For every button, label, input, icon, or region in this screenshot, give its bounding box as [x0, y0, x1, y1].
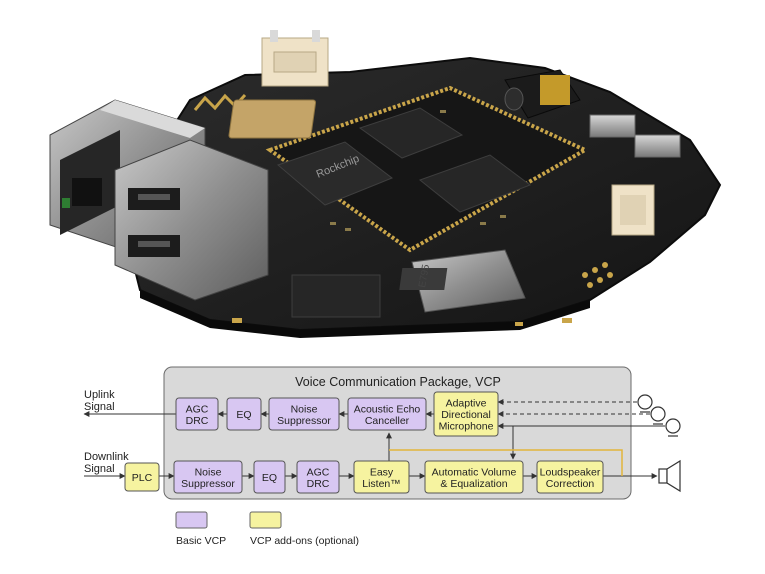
loudspeaker-correction-box: [536, 460, 604, 494]
agc-drc-up-label: AGC: [186, 403, 209, 415]
eq-down-box: [253, 460, 286, 494]
easy-listen-box: [353, 460, 410, 494]
right-connector: [611, 184, 655, 236]
micro-usb-ports: [589, 114, 681, 158]
uplink-label-line1: Uplink: [84, 389, 115, 401]
noise-suppressor-up-box: [268, 397, 340, 431]
automatic-volume-equalization-block: Automatic Volume& Equalization: [424, 460, 524, 494]
noise-suppressor-up-label: Noise: [291, 403, 318, 415]
plc-block: PLC: [124, 462, 160, 492]
agc-drc-down-box: [296, 460, 340, 494]
agc-drc-up-label: DRC: [186, 415, 209, 427]
uplink-label: Uplink Signal: [84, 389, 115, 413]
adaptive-directional-microphone-label: Directional: [441, 409, 491, 421]
noise-suppressor-down-label: Noise: [195, 466, 222, 478]
acoustic-echo-canceller-box: [347, 397, 427, 431]
microsd-slot: E795: [399, 249, 526, 313]
plc-box: [124, 462, 160, 492]
acoustic-echo-canceller-label: Acoustic Echo: [354, 403, 421, 415]
agc-drc-down-label: AGC: [307, 466, 330, 478]
agc-drc-up-box: [175, 397, 219, 431]
sd-slot-marking: E795: [417, 263, 432, 288]
downlink-label-line2: Signal: [84, 463, 115, 475]
agc-drc-down-label: DRC: [307, 478, 330, 490]
legend-basic-label: Basic VCP: [176, 535, 226, 547]
noise-suppressor-up-label: Suppressor: [277, 415, 331, 427]
eq-up-label: EQ: [236, 409, 251, 421]
loudspeaker-correction-label: Correction: [546, 478, 595, 490]
signal-lines: [83, 399, 665, 479]
easy-listen-label: Easy: [370, 466, 394, 478]
eq-up-block: EQ: [226, 397, 262, 431]
som-module: Rockchip: [265, 85, 590, 253]
legend-addon-label: VCP add-ons (optional): [250, 535, 359, 547]
vcp-package-title: Voice Communication Package, VCP: [295, 375, 501, 389]
plc-label: PLC: [132, 472, 153, 484]
noise-suppressor-down-label: Suppressor: [181, 478, 235, 490]
adaptive-directional-microphone-label: Microphone: [439, 421, 494, 433]
development-board-photo: Rockchip: [49, 30, 722, 338]
legend-basic-swatch: [175, 511, 208, 529]
eq-up-box: [226, 397, 262, 431]
usb-a-ports: [114, 139, 269, 301]
easy-listen-label: Listen™: [362, 478, 401, 490]
microphone-icon: [665, 418, 681, 437]
legend-addon-swatch: [249, 511, 282, 529]
loudspeaker-icon: [658, 459, 681, 493]
addon-reference-line: [389, 449, 623, 476]
audio-jack: [504, 69, 581, 119]
loudspeaker-correction-label: Loudspeaker: [540, 466, 601, 478]
legend: Basic VCP VCP add-ons (optional): [175, 511, 359, 547]
adaptive-directional-microphone-box: [433, 391, 499, 437]
automatic-volume-equalization-box: [424, 460, 524, 494]
wifi-module: [228, 99, 317, 139]
header-pads: [582, 262, 613, 288]
noise-suppressor-down-box: [173, 460, 243, 494]
automatic-volume-equalization-label: & Equalization: [440, 478, 507, 490]
microphone-icon: [650, 406, 666, 425]
emmc-chip: [291, 274, 381, 318]
downlink-label: Downlink Signal: [84, 451, 129, 475]
microphone-icon: [637, 394, 653, 413]
eq-down-label: EQ: [262, 472, 277, 484]
automatic-volume-equalization-label: Automatic Volume: [432, 466, 517, 478]
uplink-label-line2: Signal: [84, 401, 115, 413]
downlink-label-line1: Downlink: [84, 451, 129, 463]
top-connector: [261, 30, 329, 87]
eq-down-block: EQ: [253, 460, 286, 494]
adaptive-directional-microphone-label: Adaptive: [446, 398, 487, 410]
acoustic-echo-canceller-label: Canceller: [365, 415, 410, 427]
